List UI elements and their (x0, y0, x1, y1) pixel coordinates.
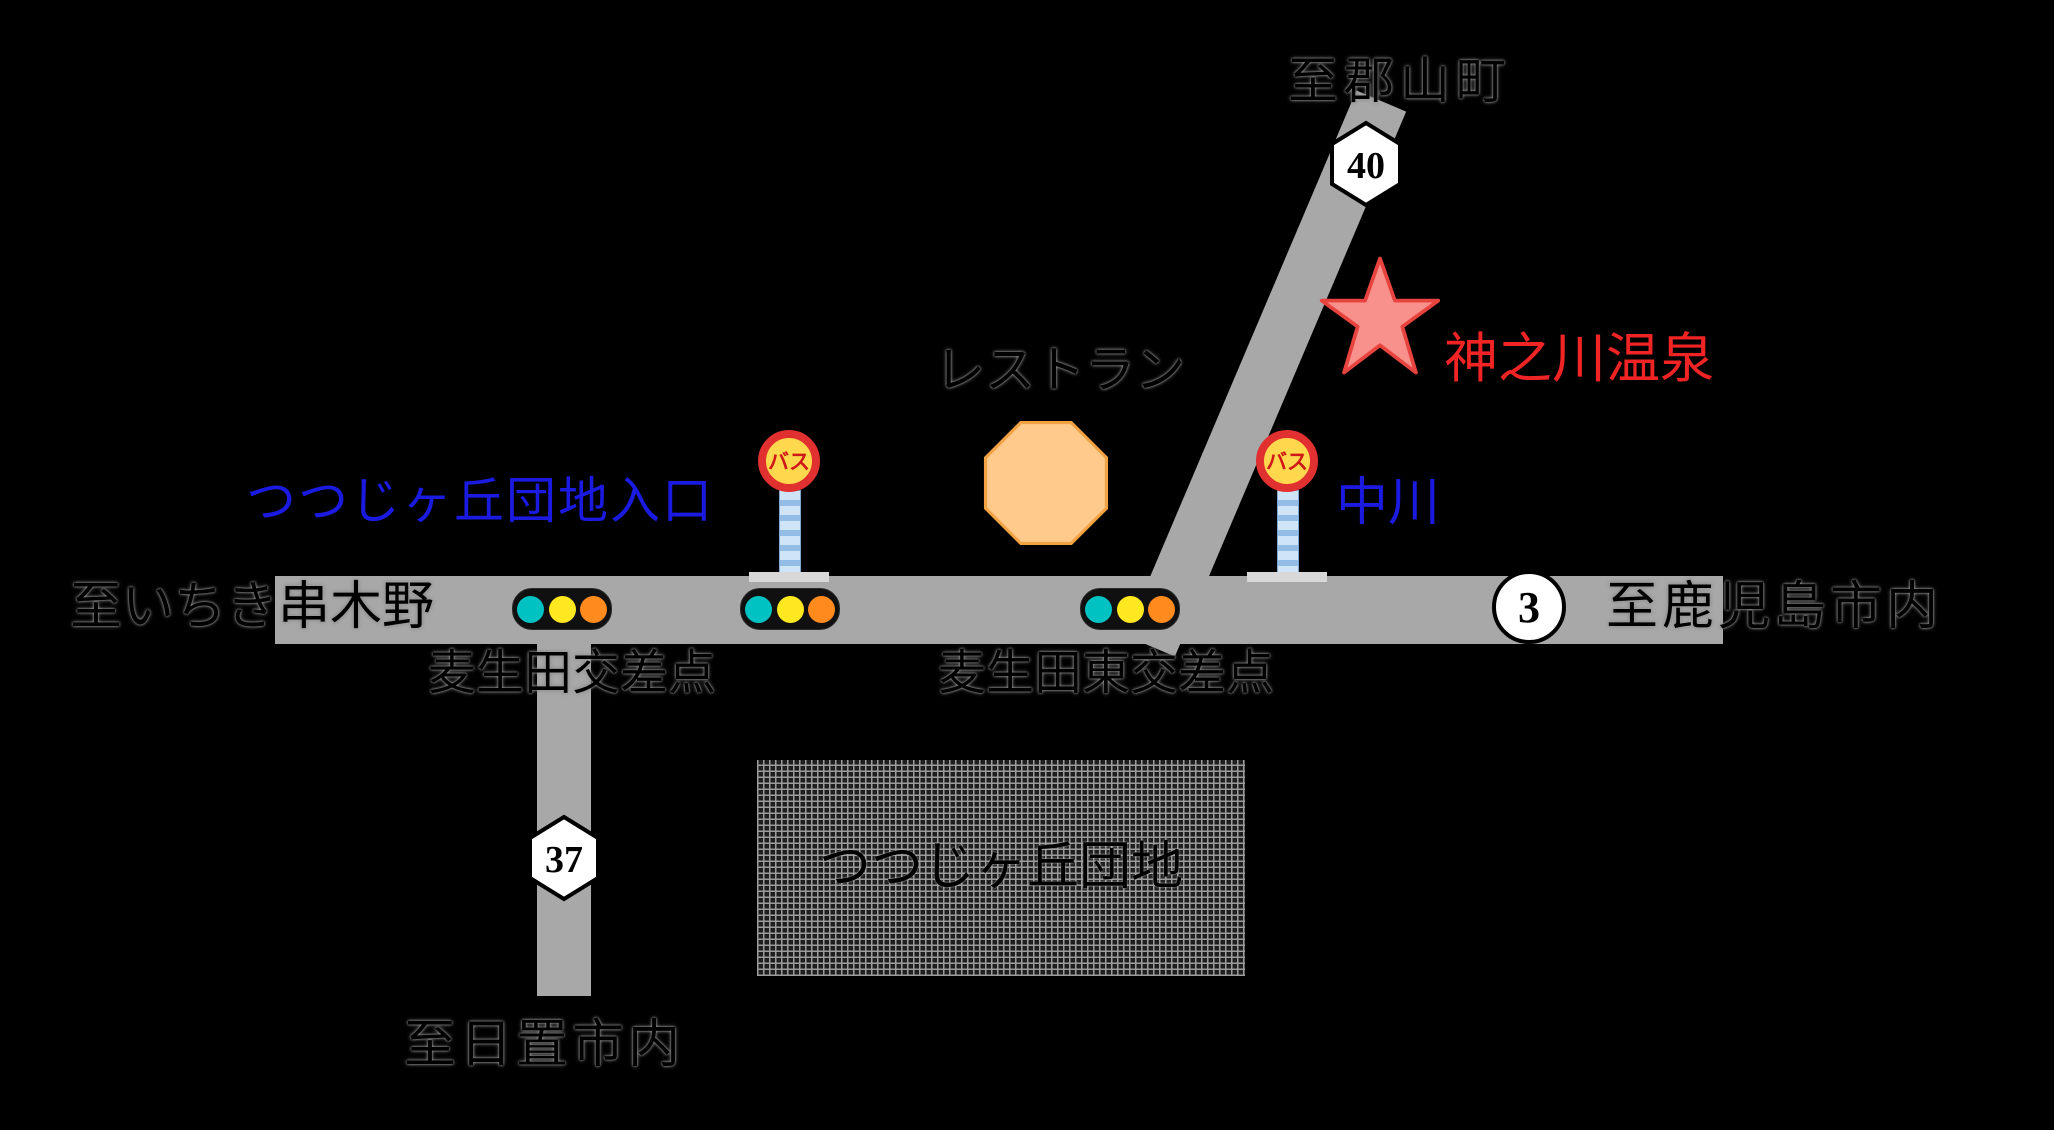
bus-stop-sign-icon-west: バス (758, 430, 820, 492)
route3-badge-icon: 3 (1492, 570, 1566, 644)
bus-stop-base-west (749, 572, 829, 582)
octagon-building-icon (983, 420, 1109, 546)
route37-badge-number: 37 (545, 839, 583, 881)
bus-stop-pole-east (1277, 490, 1299, 578)
route37-badge-icon: 37 (528, 814, 600, 902)
route40-badge-icon: 40 (1330, 120, 1402, 208)
bus-stop-pole-west (779, 490, 801, 578)
onsen-label: 神之川温泉 (1444, 329, 1714, 389)
route40-badge-number: 40 (1347, 145, 1385, 187)
intersection-east-label: 麦生田東交差点 (938, 647, 1275, 700)
housing-complex-label: つつじヶ丘団地 (818, 839, 1183, 896)
onsen-star-icon (1319, 256, 1441, 375)
bus-stop-east-label: 中川 (1336, 475, 1441, 532)
bus-stop-base-east (1247, 572, 1327, 582)
intersection-west-label: 麦生田交差点 (428, 647, 717, 700)
traffic-light-icon-west (512, 588, 612, 630)
destination-left-label: 至いちき串木野 (70, 579, 435, 636)
destination-bottom-label: 至日置市内 (404, 1017, 685, 1074)
route3-badge-number: 3 (1518, 583, 1540, 632)
bus-stop-west-label: つつじヶ丘団地入口 (246, 473, 714, 529)
bus-stop-sign-icon-east: バス (1256, 430, 1318, 492)
traffic-light-icon-east (1080, 588, 1180, 630)
destination-top-label: 至郡山町 (1288, 53, 1512, 109)
traffic-light-icon-middle (740, 588, 840, 630)
housing-complex-area: つつじヶ丘団地 (757, 760, 1245, 976)
bus-sign-text-east: バス (1266, 450, 1308, 474)
bus-sign-text-west: バス (768, 450, 810, 474)
octagon-building-label: レストラン (935, 342, 1185, 398)
destination-right-label: 至鹿児島市内 (1606, 579, 1943, 636)
